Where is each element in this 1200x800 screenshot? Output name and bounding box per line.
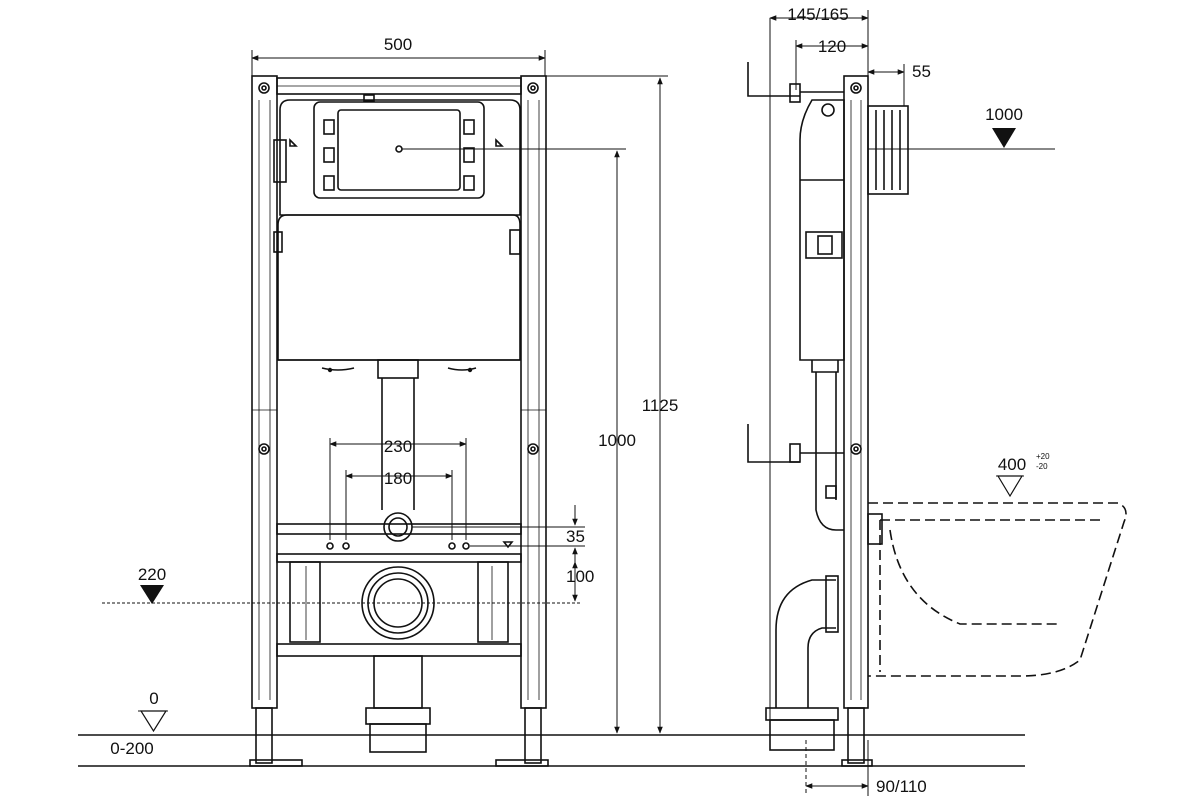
front-left-post (249, 75, 303, 767)
dim-1125-label: 1125 (642, 396, 679, 415)
dim-145-165-label: 145/165 (787, 5, 848, 24)
level-0-label: 0 (149, 689, 158, 708)
level-1000-label: 1000 (985, 105, 1023, 124)
dim-100-label: 100 (566, 567, 594, 586)
bowl-bracket (867, 513, 883, 545)
dim-90-110-label: 90/110 (876, 777, 927, 796)
level-400-marker (996, 475, 1024, 498)
dim-1000-label: 1000 (598, 431, 636, 450)
dimension-120 (795, 40, 869, 90)
actuator-housing (867, 105, 909, 195)
dim-55-label: 55 (912, 62, 931, 81)
level-220-marker (102, 585, 580, 604)
level-220-label: 220 (138, 565, 166, 584)
wall-anchor-bottom (747, 424, 844, 463)
level-1000-marker (868, 128, 1055, 150)
dim-230-label: 230 (384, 437, 412, 456)
dim-120-label: 120 (818, 37, 846, 56)
dim-500-label: 500 (384, 35, 412, 54)
wall-hung-bowl (868, 502, 1127, 677)
tolerance-plus-label: +20 (1036, 452, 1050, 461)
flush-plate (313, 94, 485, 199)
wall-anchor-top (747, 62, 844, 117)
dimension-180 (345, 470, 453, 540)
level-0-marker (138, 710, 168, 733)
dimension-90-110 (805, 740, 869, 796)
dimension-55 (867, 64, 905, 106)
cistern-side (799, 99, 845, 531)
front-view: 500 1125 1000 230 180 (102, 35, 679, 767)
dim-180-label: 180 (384, 469, 412, 488)
cistern (273, 99, 521, 373)
level-400-label: 400 (998, 455, 1026, 474)
dimension-height-1000 (402, 148, 626, 734)
waste-elbow (765, 575, 839, 751)
level-0-200-label: 0-200 (110, 739, 153, 758)
dimension-35-100 (412, 505, 585, 602)
front-right-post (495, 75, 549, 767)
floor-lines (78, 734, 1025, 767)
side-view: 145/165 120 55 1000 400 +20 -20 (747, 5, 1127, 796)
tolerance-minus-label: -20 (1036, 462, 1048, 471)
bolt-bar (276, 523, 522, 563)
dimension-height-1125 (546, 75, 668, 734)
dimension-width-500 (251, 50, 546, 76)
front-top-beam (276, 77, 522, 95)
side-frame-post (841, 75, 873, 767)
dim-35-label: 35 (566, 527, 585, 546)
dimension-145-165 (769, 10, 869, 76)
dimension-230 (329, 438, 467, 540)
waste-outlet (276, 561, 522, 753)
